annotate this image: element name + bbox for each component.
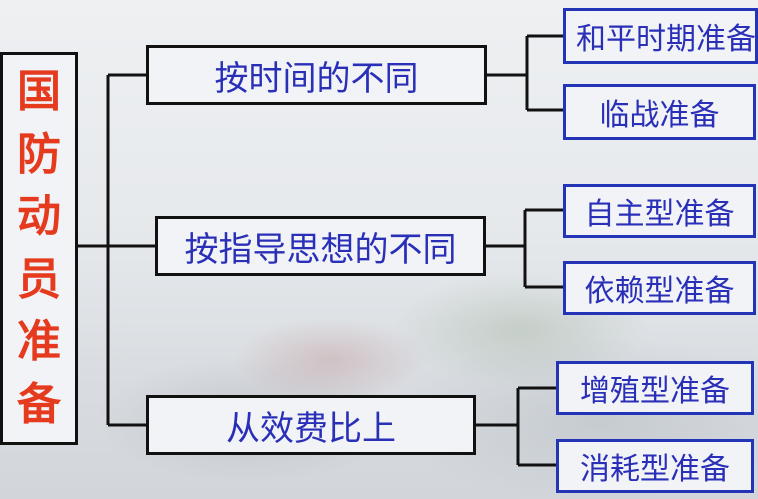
root-char: 员 (17, 253, 61, 305)
root-char: 准 (17, 316, 61, 368)
leaf-dependent-preparation: 依赖型准备 (563, 261, 756, 315)
branch-by-time: 按时间的不同 (146, 45, 487, 105)
root-char: 国 (17, 66, 61, 118)
root-char: 备 (17, 378, 61, 430)
leaf-wartime-preparation: 临战准备 (563, 84, 756, 140)
root-char: 防 (17, 128, 61, 180)
leaf-consumption-preparation: 消耗型准备 (556, 439, 754, 493)
leaf-proliferation-preparation: 增殖型准备 (556, 361, 754, 415)
branch-by-cost-efficiency: 从效费比上 (146, 395, 476, 455)
branch-by-guiding-thought: 按指导思想的不同 (155, 216, 486, 276)
root-box-national-defense-mobilization-preparation: 国 防 动 员 准 备 (0, 52, 78, 445)
leaf-autonomous-preparation: 自主型准备 (563, 184, 756, 238)
root-char: 动 (17, 191, 61, 243)
leaf-peacetime-preparation: 和平时期准备 (563, 8, 758, 64)
